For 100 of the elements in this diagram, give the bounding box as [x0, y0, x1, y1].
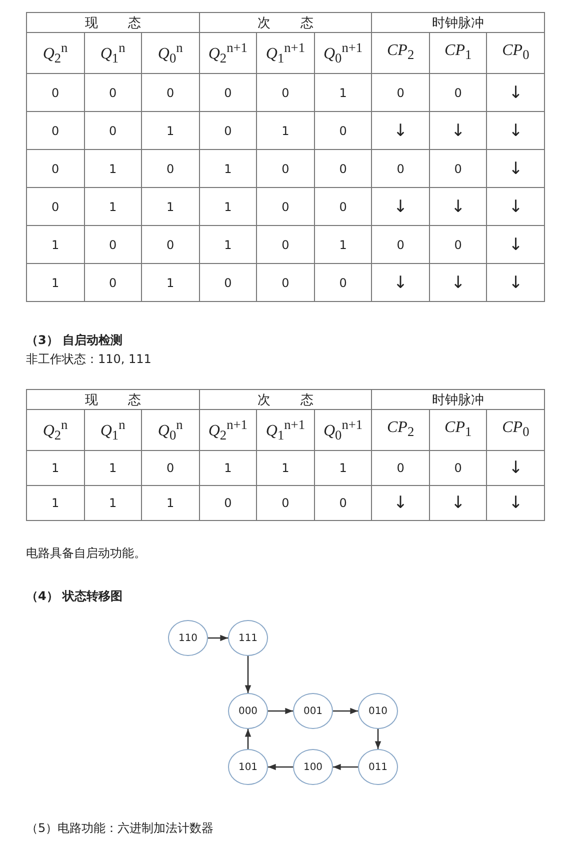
column-group-header: 时钟脉冲	[372, 390, 544, 410]
table-cell: 0	[256, 264, 314, 302]
table-cell: 1	[256, 450, 314, 486]
table-cell: 1	[26, 450, 84, 486]
state-circle: 001	[293, 693, 333, 729]
table-cell: ↓	[486, 74, 544, 112]
column-group-header: 次 态	[199, 390, 372, 410]
arrow	[244, 656, 252, 693]
table-cell: 0	[314, 264, 372, 302]
table-cell: 0	[199, 264, 257, 302]
table-cell: 0	[84, 112, 142, 150]
state-circle: 010	[358, 693, 398, 729]
table-cell: 1	[142, 486, 200, 520]
table-cell: 0	[256, 226, 314, 264]
table-cell: ↓	[486, 150, 544, 188]
note-text: 非工作状态：110, 111	[26, 351, 152, 368]
table-cell: 0	[314, 150, 372, 188]
column-group-header: 次 态	[199, 12, 372, 32]
table-cell: 1	[256, 112, 314, 150]
table-cell: ↓	[372, 264, 430, 302]
table-cell: 1	[314, 450, 372, 486]
table-cell: ↓	[429, 486, 487, 520]
section-heading: （3） 自启动检测	[26, 332, 123, 349]
state-circle: 100	[293, 749, 333, 785]
table-cell: ↓	[486, 112, 544, 150]
table-cell: 0	[429, 74, 487, 112]
table-cell: 0	[199, 74, 257, 112]
table-cell: 1	[84, 486, 142, 520]
arrow	[333, 764, 358, 770]
table-cell: 0	[372, 150, 430, 188]
table-cell: ↓	[486, 486, 544, 520]
table-cell: 0	[26, 112, 84, 150]
table-cell: 1	[142, 112, 200, 150]
table-cell: 0	[84, 226, 142, 264]
table-cell: 1	[199, 450, 257, 486]
table-cell: 0	[372, 226, 430, 264]
column-group-header: 现 态	[26, 390, 200, 410]
table-cell: 1	[26, 226, 84, 264]
table-cell: 1	[84, 450, 142, 486]
table-cell: 1	[199, 150, 257, 188]
table-cell: 1	[199, 226, 257, 264]
table-cell: 1	[84, 188, 142, 226]
table-cell: ↓	[429, 188, 487, 226]
state-circle: 000	[228, 693, 268, 729]
table-cell: 0	[314, 188, 372, 226]
table-cell: 0	[429, 150, 487, 188]
table-cell: ↓	[486, 450, 544, 486]
table-cell: 1	[314, 226, 372, 264]
table-cell: 1	[26, 264, 84, 302]
table-cell: 0	[429, 450, 487, 486]
table-cell: ↓	[372, 188, 430, 226]
state-circle: 011	[358, 749, 398, 785]
arrow	[374, 729, 382, 749]
table-cell: ↓	[429, 264, 487, 302]
table-cell: 0	[26, 150, 84, 188]
arrow	[268, 764, 293, 770]
column-header: CP$_{2}$	[372, 410, 430, 450]
note-text: （5）电路功能：六进制加法计数器	[26, 820, 214, 837]
section-heading: （4） 状态转移图	[26, 588, 123, 605]
table-cell: ↓	[372, 112, 430, 150]
table-cell: 1	[84, 150, 142, 188]
table-cell: 0	[256, 188, 314, 226]
table-cell: 0	[372, 450, 430, 486]
table-cell: 0	[372, 74, 430, 112]
table-cell: 0	[199, 112, 257, 150]
table-cell: 0	[142, 150, 200, 188]
state-circle: 110	[168, 620, 208, 656]
column-header: CP$_{1}$	[429, 410, 487, 450]
table-cell: 0	[314, 112, 372, 150]
column-header: CP$_{1}$	[429, 32, 487, 74]
state-circle: 111	[228, 620, 268, 656]
table-cell: 1	[142, 264, 200, 302]
column-group-header: 时钟脉冲	[372, 12, 544, 32]
column-group-header: 现 态	[26, 12, 200, 32]
table-cell: 0	[256, 150, 314, 188]
table-cell: ↓	[372, 486, 430, 520]
table-cell: ↓	[429, 112, 487, 150]
table-cell: ↓	[486, 264, 544, 302]
column-header: CP$_{2}$	[372, 32, 430, 74]
table-cell: 0	[84, 74, 142, 112]
table-cell: 0	[256, 486, 314, 520]
table-cell: 0	[26, 74, 84, 112]
table-cell: 1	[142, 188, 200, 226]
table-cell: 0	[142, 226, 200, 264]
note-text: 电路具备自启动功能。	[26, 545, 146, 562]
table-cell: ↓	[486, 188, 544, 226]
table-cell: 0	[142, 450, 200, 486]
arrow	[333, 708, 358, 714]
table-cell: 1	[199, 188, 257, 226]
table-cell: 0	[256, 74, 314, 112]
state-circle: 101	[228, 749, 268, 785]
arrow	[268, 708, 293, 714]
column-header: CP$_{0}$	[486, 410, 544, 450]
table-cell: 1	[26, 486, 84, 520]
table-cell: 0	[429, 226, 487, 264]
table-cell: ↓	[486, 226, 544, 264]
table-cell: 0	[199, 486, 257, 520]
table-cell: 1	[314, 74, 372, 112]
table-cell: 0	[142, 74, 200, 112]
table-cell: 0	[84, 264, 142, 302]
